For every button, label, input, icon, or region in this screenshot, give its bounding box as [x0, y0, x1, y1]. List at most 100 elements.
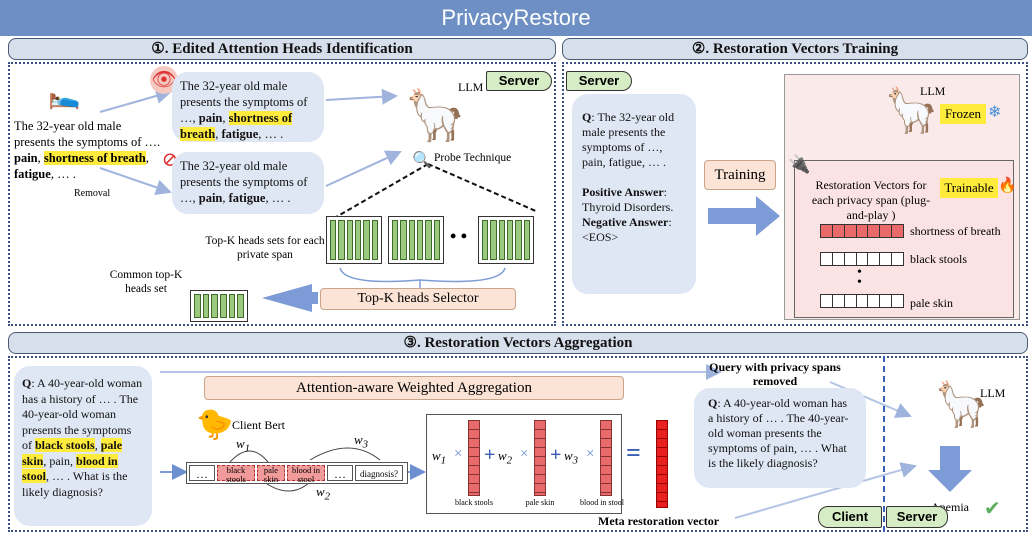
- arrow-training: [708, 196, 780, 236]
- token-pale: pale skin: [257, 465, 285, 484]
- top-span-fatigue: fatigue: [221, 127, 259, 141]
- vector-pale-skin: [820, 294, 904, 308]
- probe-line-right: [427, 163, 539, 213]
- plus-1: +: [484, 444, 496, 466]
- training-data-box: Q: The 32-year old male presents the sym…: [572, 94, 696, 294]
- user-query-box: Q: A 40-year-old woman has a history of …: [14, 366, 152, 526]
- arrow-to-top-text: [99, 88, 172, 113]
- top-text-p2: …,: [180, 111, 199, 125]
- neg-text: : <EOS>: [582, 215, 672, 244]
- token-black: black stools: [217, 465, 255, 484]
- bottom-text-p2: …,: [180, 191, 199, 205]
- orig-text-p3: , … .: [50, 167, 76, 181]
- arrow-to-llm-bottom: [325, 150, 402, 187]
- plus-2: +: [550, 444, 562, 466]
- text-span-removed: The 32-year old male presents the sympto…: [172, 152, 324, 214]
- ws-w1-sub: 1: [440, 454, 447, 467]
- ws-w3-sub: 3: [572, 454, 579, 467]
- removed-query-box: Q: A 40-year-old woman has a history of …: [694, 388, 866, 488]
- vector-dots: ••: [857, 265, 862, 290]
- arrow-to-anemia: [928, 446, 972, 492]
- section-1-header: ①. Edited Attention Heads Identification: [8, 38, 556, 60]
- heads-set-3: [478, 216, 534, 264]
- times-2: ×: [520, 446, 529, 462]
- arrow-to-llm3: [829, 381, 912, 418]
- pos-text: : Thyroid Disorders.: [582, 185, 674, 214]
- section-1-panel: [8, 62, 556, 326]
- common-heads-label: Common top-K heads set: [109, 269, 183, 295]
- probe-line-left: [323, 163, 429, 225]
- span-pain: pain: [14, 151, 38, 165]
- arrow-to-common: [262, 284, 318, 312]
- alpaca-llm-icon: 🦙: [404, 87, 467, 143]
- w3-label: w3: [354, 432, 378, 451]
- w1-sub: 1: [244, 442, 251, 455]
- s3-q-pain: , pain,: [43, 453, 77, 468]
- token-sequence: … black stools pale skin blood in stool …: [186, 462, 408, 484]
- text-with-span: The 32-year old male presents the sympto…: [172, 72, 324, 142]
- vec-blood-label: blood in stool: [579, 498, 624, 507]
- client-bert-label: Client Bert: [232, 418, 285, 432]
- heads-set-1: [326, 216, 382, 264]
- ws-w2: w2: [498, 448, 520, 467]
- arrow-to-llm-top: [325, 88, 398, 105]
- orig-text-p2: ….: [144, 135, 161, 149]
- top-text-p1: The 32-year old male presents the sympto…: [180, 79, 308, 109]
- vec-pale-label: pale skin: [525, 498, 555, 507]
- ws-w2-text: w: [498, 448, 507, 463]
- llm-label-1: LLM: [458, 80, 484, 94]
- bottom-span-fatigue: fatigue: [228, 191, 266, 205]
- vector-sob: [820, 224, 904, 238]
- magnifier-icon: 🔍: [412, 152, 432, 169]
- training-box: Training: [704, 160, 776, 190]
- page-title: PrivacyRestore: [0, 0, 1032, 36]
- equals-sign: =: [626, 438, 641, 467]
- vec-pale: [534, 420, 546, 496]
- fire-icon: 🔥: [998, 178, 1017, 194]
- vector-black-stools-label: black stools: [910, 252, 967, 266]
- token-dots-2: …: [327, 465, 353, 481]
- token-blood: blood in stool: [287, 465, 325, 484]
- top-text-p3: , … .: [258, 127, 284, 141]
- check-icon: ✔: [984, 498, 1001, 520]
- neg-label: Negative Answer: [582, 215, 669, 229]
- meta-vector-label: Meta restoration vector: [598, 514, 720, 528]
- pos-label: Positive Answer: [582, 185, 664, 199]
- common-heads-set: [190, 290, 248, 322]
- rv-title: Restoration Vectors for each privacy spa…: [811, 178, 931, 222]
- token-diagnosis: diagnosis?: [355, 465, 403, 481]
- section-3-header: ③. Restoration Vectors Aggregation: [8, 332, 1028, 354]
- times-1: ×: [454, 446, 463, 462]
- frozen-label: Frozen: [940, 104, 986, 124]
- orig-text-p1: The 32-year old male presents the sympto…: [14, 119, 142, 149]
- heads-dots: • •: [450, 226, 468, 246]
- vec-black: [468, 420, 480, 496]
- ws-w3: w3: [564, 448, 586, 467]
- plug-icon: 🔌: [788, 154, 811, 174]
- span-fatigue: fatigue: [14, 167, 51, 181]
- rq-text: : A 40-year-old woman has a history of ……: [708, 396, 849, 470]
- ws-w1-text: w: [432, 448, 441, 463]
- s3-span-black: black stools: [35, 438, 95, 452]
- w1-curve: [229, 450, 269, 463]
- q-label: Q: [582, 110, 592, 124]
- w3-text: w: [354, 432, 363, 447]
- w1-text: w: [236, 436, 245, 451]
- alpaca-llm-icon-3: 🦙: [934, 380, 989, 429]
- w2-curve: [263, 481, 311, 492]
- removal-label: Removal: [74, 188, 111, 199]
- ws-w1: w1: [432, 448, 454, 467]
- w2-label: w2: [316, 484, 340, 503]
- server-tag-1: Server: [486, 71, 552, 91]
- topk-sets-label: Top-K heads sets for each private span: [205, 235, 325, 261]
- s3-q-label: Q: [22, 376, 32, 390]
- probe-label: Probe Technique: [434, 152, 512, 164]
- s3-q-p2: , … . What is the likely diagnosis?: [22, 469, 128, 499]
- server-tag-3: Server: [886, 506, 948, 528]
- ws-w2-sub: 2: [506, 454, 513, 467]
- times-3: ×: [586, 446, 595, 462]
- vector-sob-label: shortness of breath: [910, 224, 1001, 238]
- vector-pale-skin-label: pale skin: [910, 296, 953, 310]
- s3-q-p1: : A 40-year-old woman has a history of ……: [22, 376, 143, 452]
